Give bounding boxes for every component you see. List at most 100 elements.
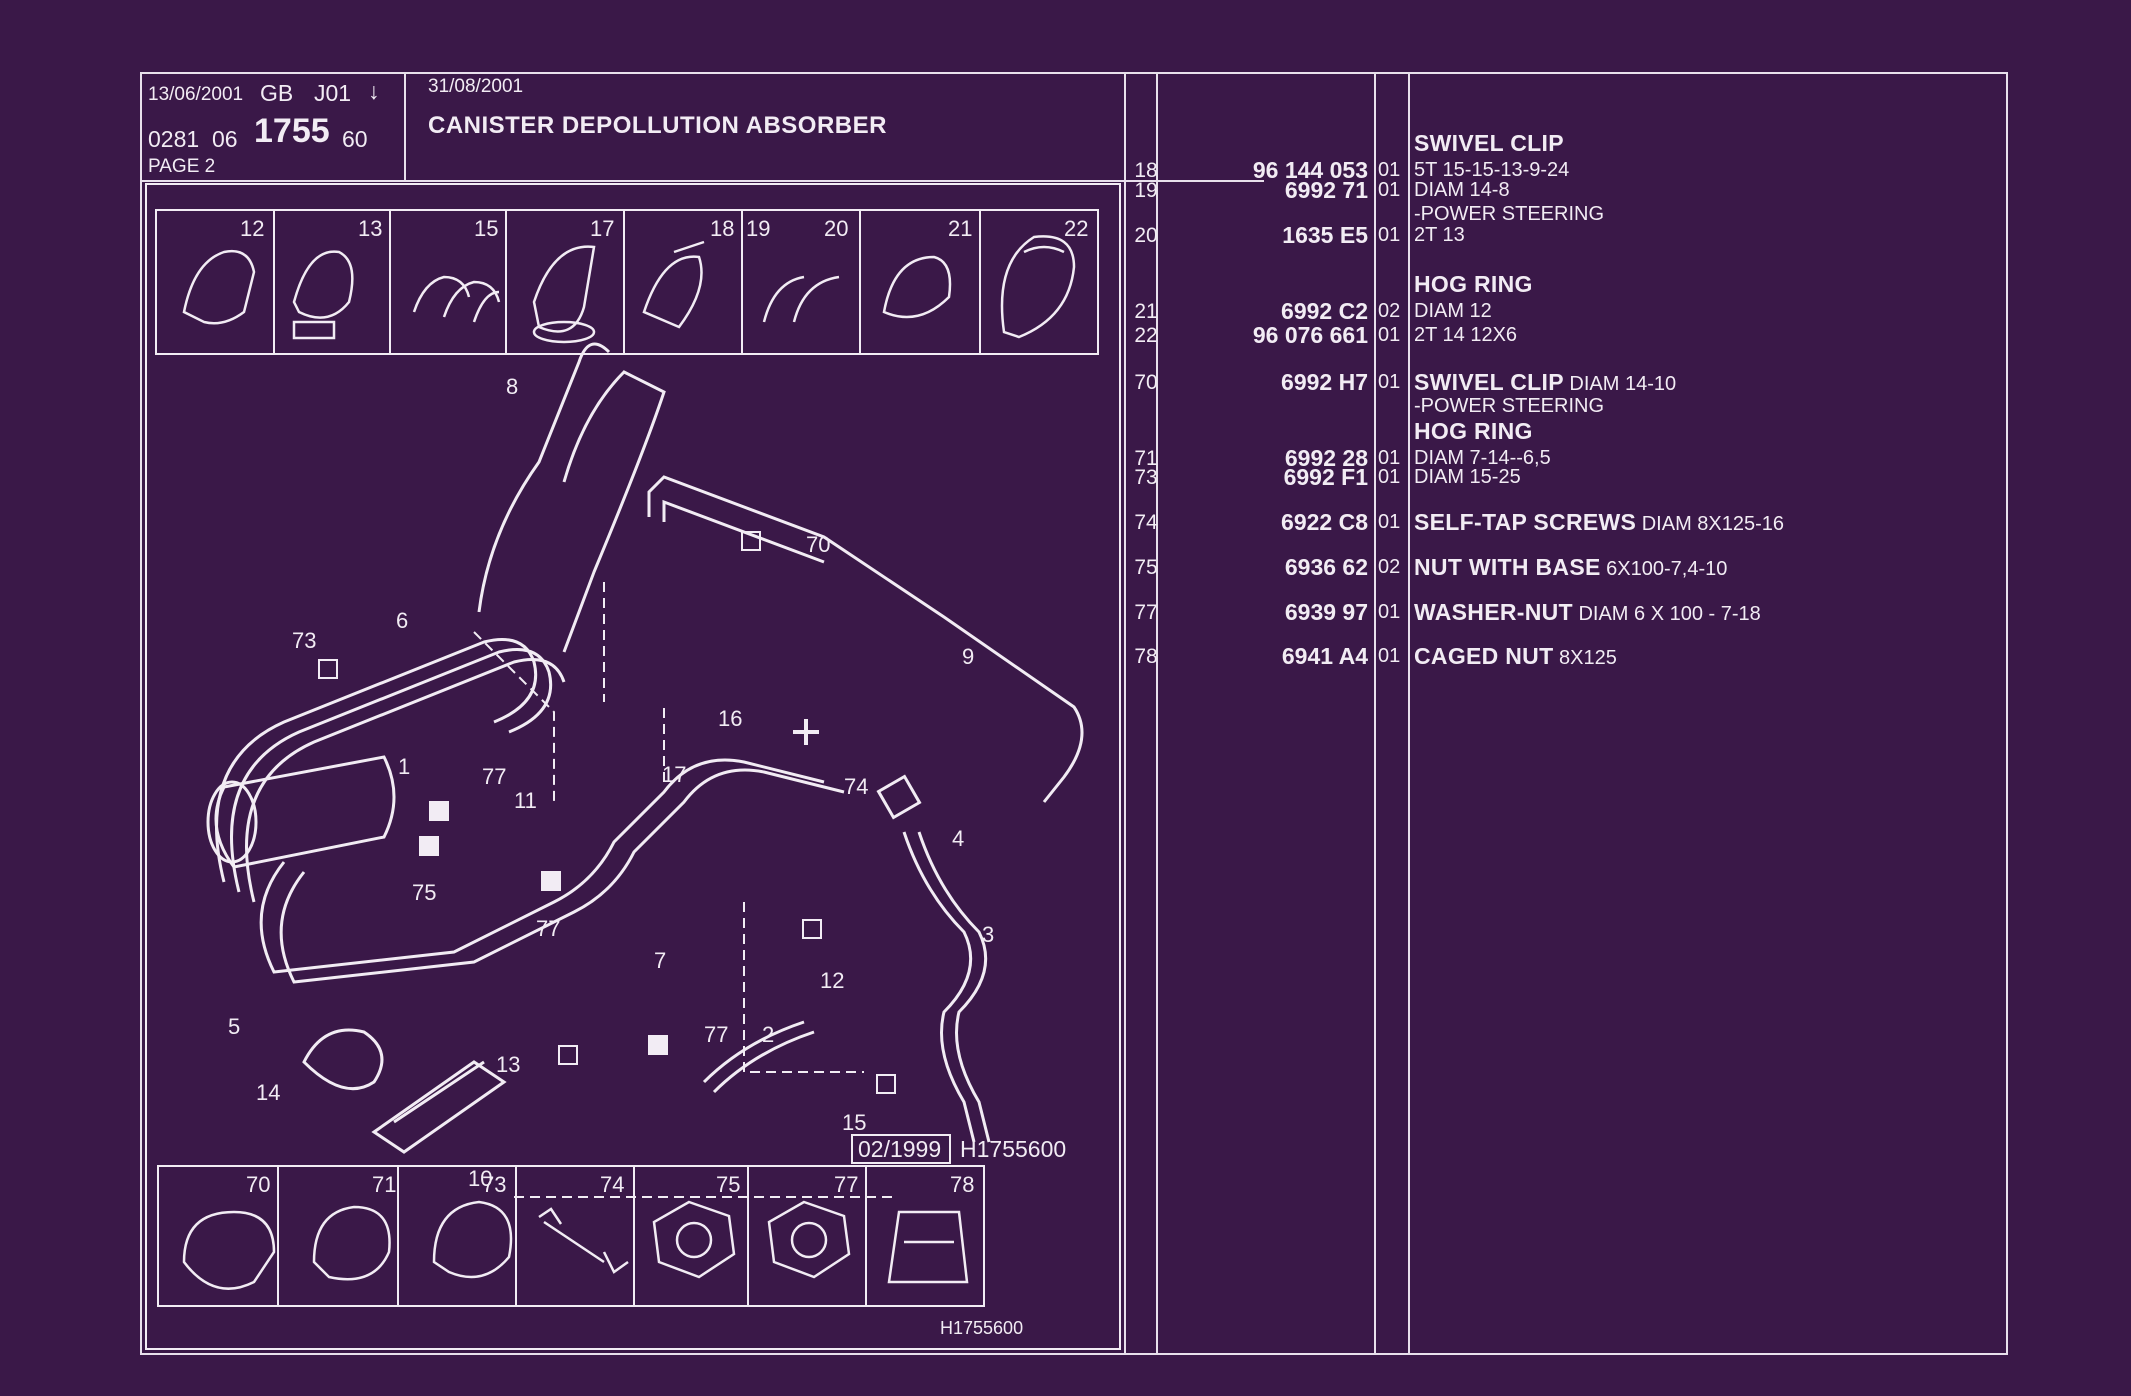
part-quantity: 01 — [1378, 159, 1401, 181]
part-heading: SWIVEL CLIP — [1414, 130, 1564, 156]
part-spec: 2T 14 12X6 — [1414, 324, 1518, 346]
thumb-label: 75 — [716, 1172, 740, 1197]
header-date-2: 31/08/2001 — [428, 76, 524, 97]
callout: 3 — [982, 922, 994, 947]
marker-77 — [429, 801, 449, 821]
part-ref: 73 — [1134, 466, 1158, 489]
marker-12 — [802, 919, 822, 939]
callout: 73 — [292, 628, 316, 653]
callout: 11 — [514, 788, 537, 813]
header-code: J01 — [314, 80, 352, 106]
callout: 17 — [662, 762, 686, 787]
marker-13 — [558, 1045, 578, 1065]
marker-77 — [541, 871, 561, 891]
parts-sheet: 13/06/2001 GB J01 ↓ 0281 06 1755 60 PAGE… — [140, 72, 2008, 1355]
header-ref-b: 06 — [212, 126, 238, 152]
marker-70 — [741, 531, 761, 551]
diagram-area: 12 13 15 17 18 19 20 21 22 70 71 73 74 7… — [144, 182, 1264, 1353]
part-spec: 8X125 — [1558, 647, 1617, 669]
callout: 14 — [256, 1080, 280, 1105]
part-spec: DIAM 8X125-16 — [1641, 513, 1785, 535]
header-date: 13/06/2001 — [148, 84, 244, 105]
part-number: 6992 71 — [1284, 177, 1368, 203]
part-ref: 70 — [1134, 371, 1158, 394]
callout: 75 — [412, 880, 436, 905]
part-number: 96 144 053 — [1252, 157, 1368, 183]
part-heading: HOG RING — [1414, 418, 1533, 444]
header-ref-a: 0281 — [148, 126, 200, 152]
part-name: SELF-TAP SCREWS — [1414, 509, 1637, 535]
thumb-label: 15 — [474, 216, 498, 241]
thumb-label: 12 — [240, 216, 264, 241]
part-spec: 6X100-7,4-10 — [1606, 558, 1728, 580]
diagram-date-box — [851, 1134, 951, 1164]
hose-assembly-sketch — [206, 342, 1084, 1198]
down-arrow-icon: ↓ — [368, 78, 380, 104]
header-reference-block: 13/06/2001 GB J01 ↓ 0281 06 1755 60 PAGE… — [142, 74, 406, 182]
marker-15 — [876, 1074, 896, 1094]
part-spec-note: -POWER STEERING — [1414, 395, 1605, 417]
part-ref: 78 — [1134, 645, 1158, 668]
part-quantity: 01 — [1378, 371, 1401, 393]
thumb-label: 21 — [948, 216, 972, 241]
part-ref: 74 — [1134, 511, 1158, 534]
part-quantity: 01 — [1378, 179, 1401, 201]
callout: 77 — [482, 764, 506, 789]
header-title-block: 31/08/2001 CANISTER DEPOLLUTION ABSORBER — [406, 74, 1264, 182]
part-spec: DIAM 15-25 — [1414, 466, 1521, 488]
part-quantity: 02 — [1378, 300, 1401, 322]
thumb-label: 13 — [358, 216, 382, 241]
thumb-label: 18 — [710, 216, 734, 241]
part-quantity: 02 — [1378, 556, 1401, 578]
marker-73 — [318, 659, 338, 679]
diagram-frame — [145, 183, 1121, 1350]
thumb-label: 78 — [950, 1172, 974, 1197]
thumb-label: 20 — [824, 216, 848, 241]
part-number: 6941 A4 — [1281, 643, 1368, 669]
part-ref: 22 — [1134, 324, 1158, 347]
marker-75 — [419, 836, 439, 856]
callout: 4 — [952, 826, 964, 851]
column-divider — [1124, 74, 1126, 1353]
thumb-label: 71 — [372, 1172, 396, 1197]
thumb-label: 17 — [590, 216, 614, 241]
plus-icon — [793, 719, 819, 745]
header-page: PAGE 2 — [148, 156, 216, 177]
header-lang: GB — [260, 80, 294, 106]
part-quantity: 01 — [1378, 601, 1401, 623]
diagram-ref: H1755600 — [960, 1136, 1066, 1162]
part-name: CAGED NUT — [1414, 643, 1554, 669]
page-title: CANISTER DEPOLLUTION ABSORBER — [428, 112, 887, 139]
header-ref-main: 1755 — [254, 112, 330, 150]
part-ref: 21 — [1134, 300, 1158, 323]
part-number: 6992 28 — [1284, 445, 1368, 471]
canister — [214, 755, 396, 869]
part-ref: 71 — [1134, 447, 1158, 470]
part-number: 6992 F1 — [1283, 464, 1368, 490]
part-number: 96 076 661 — [1252, 322, 1368, 348]
part-ref: 77 — [1134, 601, 1158, 624]
part-name: WASHER-NUT — [1414, 599, 1573, 625]
fastener-thumbnail-sketches — [182, 1200, 969, 1290]
callout: 10 — [468, 1166, 492, 1191]
callout: 2 — [762, 1022, 774, 1047]
callout: 15 — [842, 1110, 866, 1135]
callout: 77 — [704, 1022, 728, 1047]
column-divider — [1408, 74, 1410, 1353]
part-quantity: 01 — [1378, 324, 1401, 346]
top-thumbnail-strip — [155, 209, 1099, 355]
callout: 7 — [654, 948, 666, 973]
callout: 9 — [962, 644, 974, 669]
part-spec: DIAM 14-8 — [1414, 179, 1510, 201]
column-divider — [1156, 74, 1158, 1353]
part-number: 6922 C8 — [1281, 509, 1368, 535]
part-quantity: 01 — [1378, 466, 1401, 488]
part-name: SWIVEL CLIP — [1414, 369, 1564, 395]
diagram-date: 02/1999 — [858, 1136, 941, 1162]
thumb-label: 22 — [1064, 216, 1088, 241]
callout: 16 — [718, 706, 742, 731]
callout: 5 — [228, 1014, 240, 1039]
part-number: 6936 62 — [1284, 554, 1368, 580]
part-ref: 18 — [1134, 159, 1158, 182]
part-quantity: 01 — [1378, 224, 1401, 246]
